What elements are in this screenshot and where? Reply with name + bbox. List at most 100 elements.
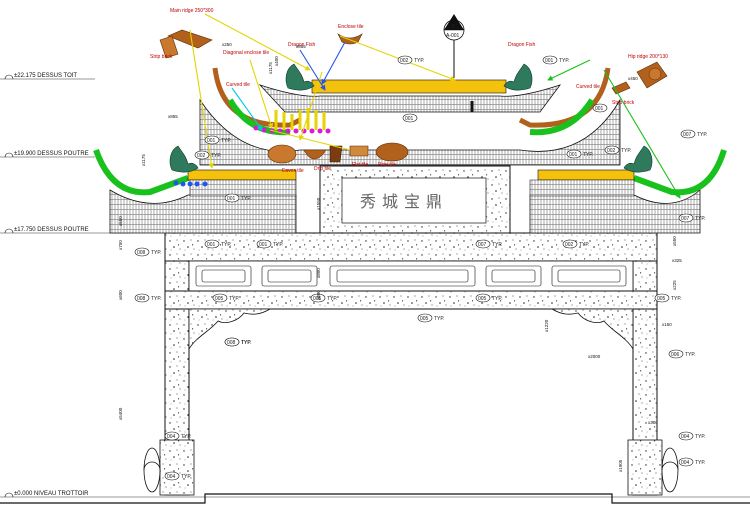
dimension-label: x855 — [168, 114, 178, 119]
label-dragon-fish-2: Dragon Fish — [508, 42, 535, 48]
callout-code: 007 — [478, 242, 487, 248]
right-side-roof — [529, 149, 727, 234]
leader-lines — [189, 13, 681, 199]
label-enclose-tile: Enclose tile — [338, 24, 364, 30]
dimension-label: x800 — [316, 290, 321, 300]
section-marker — [443, 14, 465, 78]
callout-suffix: TYP. — [685, 352, 695, 358]
callout-code: 006 — [671, 352, 680, 358]
callout-tag: 004 TYP. — [678, 431, 705, 441]
label-eave-tile: Eaves tile — [282, 168, 304, 174]
label-main-ridge: Main ridge 250*300 — [170, 8, 214, 14]
callout-suffix: TYP. — [695, 460, 705, 466]
label-flat-tile: Flat tile — [352, 162, 368, 168]
section-number: 5 — [452, 24, 455, 30]
callout-suffix: TYP. — [414, 58, 424, 64]
dimension-label: x225 — [672, 280, 677, 290]
left-column-base — [159, 439, 195, 496]
dimension-label: x750 — [118, 240, 123, 250]
callout-code: 001 — [569, 152, 578, 158]
callout-code: 005 — [215, 296, 224, 302]
label-diagonal-enclose-tile: Diagonal enclose tile — [223, 50, 269, 56]
callout-suffix: TYP. — [621, 148, 631, 154]
dragon-fish-side-right — [623, 145, 653, 173]
callout-suffix: TYP. — [579, 242, 589, 248]
label-curved-tile-2: Curved tile — [576, 84, 600, 90]
callout-code: 004 — [681, 460, 690, 466]
callout-code: 001 — [545, 58, 554, 64]
dimension-label: x300 — [648, 420, 658, 425]
callout-code: 008 — [227, 340, 236, 346]
callout-code: 007 — [683, 132, 692, 138]
level-beam-2: ±17.750 DESSUS POUTRE — [14, 227, 89, 233]
right-drum-stone — [661, 447, 679, 493]
main-roof — [199, 67, 621, 166]
callout-suffix: TYP. — [221, 138, 231, 144]
label-drip-tile: Drip tile — [314, 166, 331, 172]
eave-dots-left — [173, 180, 208, 187]
callout-code: 004 — [681, 434, 690, 440]
callout-suffix: TYP. — [181, 474, 191, 480]
callout-suffix: TYP. — [241, 340, 251, 346]
callout-code: 008 — [137, 250, 146, 256]
callout-tag: 001 — [402, 113, 418, 123]
label-strip-brick-2: Strip brick — [612, 100, 635, 106]
callout-suffix: TYP. — [559, 58, 569, 64]
callout-suffix: TYP. — [241, 196, 251, 202]
hip-ridge-piece — [636, 61, 668, 89]
callout-tag: 004 TYP. — [678, 457, 705, 467]
callout-tag: 001 — [592, 103, 608, 113]
callout-code: 001 — [595, 106, 604, 112]
dragon-fish-side-left — [169, 145, 199, 173]
dimension-label: x2000 — [588, 354, 601, 359]
panel-frames — [195, 265, 627, 287]
callout-suffix: TYP. — [697, 132, 707, 138]
dimension-label: x400 — [274, 56, 279, 66]
dimension-label: x325 — [672, 258, 682, 263]
callout-suffix: TYP. — [695, 216, 705, 222]
left-side-roof — [93, 148, 297, 234]
dimension-label: x5400 — [118, 407, 123, 420]
callout-suffix: TYP. — [671, 296, 681, 302]
main-ridge-piece — [159, 29, 213, 59]
callout-suffix: TYP. — [211, 153, 221, 159]
ground-line — [0, 493, 750, 504]
dimension-label: x1175 — [141, 154, 146, 166]
callout-tag: 008 TYP. — [134, 247, 161, 257]
dragon-fish-main-right — [503, 63, 533, 91]
dragon-fish-main-left — [285, 63, 315, 91]
level-lines — [0, 74, 750, 498]
dimension-label: x550 — [672, 236, 677, 246]
tile-pieces-row — [267, 142, 409, 164]
callout-code: 001 — [405, 116, 414, 122]
callout-suffix: TYP. — [151, 296, 161, 302]
callout-suffix: TYP. — [327, 296, 337, 302]
dimension-label: x1550 — [316, 197, 321, 210]
dimension-layer: x855x855x1175x1175x550x550x1550x750x800x… — [118, 42, 682, 472]
label-curved-tile-1: Curved tile — [226, 82, 250, 88]
enclose-tile-piece — [337, 33, 363, 45]
callout-code: 004 — [167, 474, 176, 480]
dimension-label: x600 — [118, 290, 123, 300]
eave-posts-main — [274, 108, 326, 130]
inscription-inner — [341, 177, 487, 224]
inscription-text: 秀城宝鼎 — [360, 192, 448, 211]
callout-suffix: TYP. — [151, 250, 161, 256]
level-ground: ±0.000 NIVEAU TROTTOIR — [14, 491, 89, 497]
callout-code: 001 — [227, 196, 236, 202]
callout-suffix: TYP. — [695, 434, 705, 440]
left-bracket — [188, 308, 272, 351]
dimension-label: x150 — [662, 322, 672, 327]
